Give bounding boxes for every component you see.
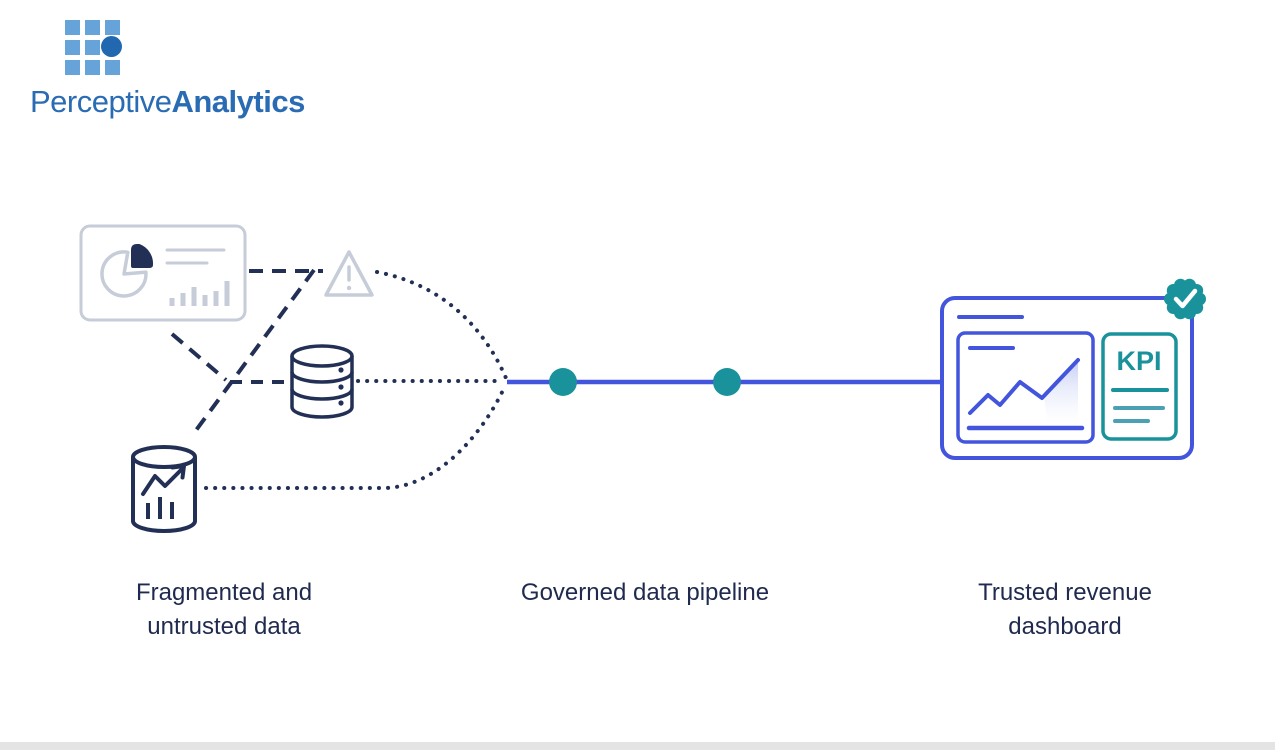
dotted-line-cylinder-to-pipeline [204,384,507,490]
data-cylinder-icon [131,445,197,533]
label-line: Trusted revenue [978,579,1152,606]
mini-bars-icon [146,497,174,519]
chart-area-fill [1044,361,1078,424]
pie-slice-icon [131,244,154,268]
dotted-line-warning-to-pipeline [375,270,508,380]
pipeline-node-icon [549,368,577,396]
kpi-label: KPI [1116,346,1161,376]
perceptive-analytics-logo: PerceptiveAnalytics [30,14,350,124]
dotted-converging-connectors [204,270,508,490]
logo-grid-icon [65,20,123,78]
fragmented-dashed-connectors [170,268,323,435]
frame-bottom-strip [0,742,1275,750]
logo-word-regular: Perceptive [30,84,172,119]
governed-pipeline [507,368,942,396]
logo-dot-icon [101,36,122,57]
label-fragmented-data: Fragmented and untrusted data [44,576,404,644]
check-badge-icon [1164,278,1206,320]
dashed-line-warning-to-cylinder [192,268,316,435]
trend-arrow-icon [141,464,186,496]
label-line: untrusted data [147,613,301,640]
line-chart-icon [968,358,1080,415]
label-line: dashboard [1008,613,1122,640]
report-card-icon [79,224,247,322]
warning-icon [324,250,374,297]
logo-word-bold: Analytics [171,84,305,119]
revenue-chart-panel [956,331,1095,444]
logo-wordmark: PerceptiveAnalytics [30,84,305,120]
revenue-dashboard-icon: KPI [940,278,1206,460]
dashed-line-card-to-junction [170,332,228,382]
database-icon [290,344,354,419]
label-governed-pipeline: Governed data pipeline [465,576,825,610]
pipeline-node-icon [713,368,741,396]
mini-bar-chart-icon [169,281,230,306]
kpi-card: KPI [1101,332,1178,441]
label-line: Fragmented and [135,579,313,606]
label-line: Governed data pipeline [520,579,770,606]
checkmark-icon [1173,288,1198,309]
pie-chart-icon [100,250,148,298]
text-lines-icon [165,248,226,265]
label-trusted-dashboard: Trusted revenue dashboard [885,576,1245,644]
